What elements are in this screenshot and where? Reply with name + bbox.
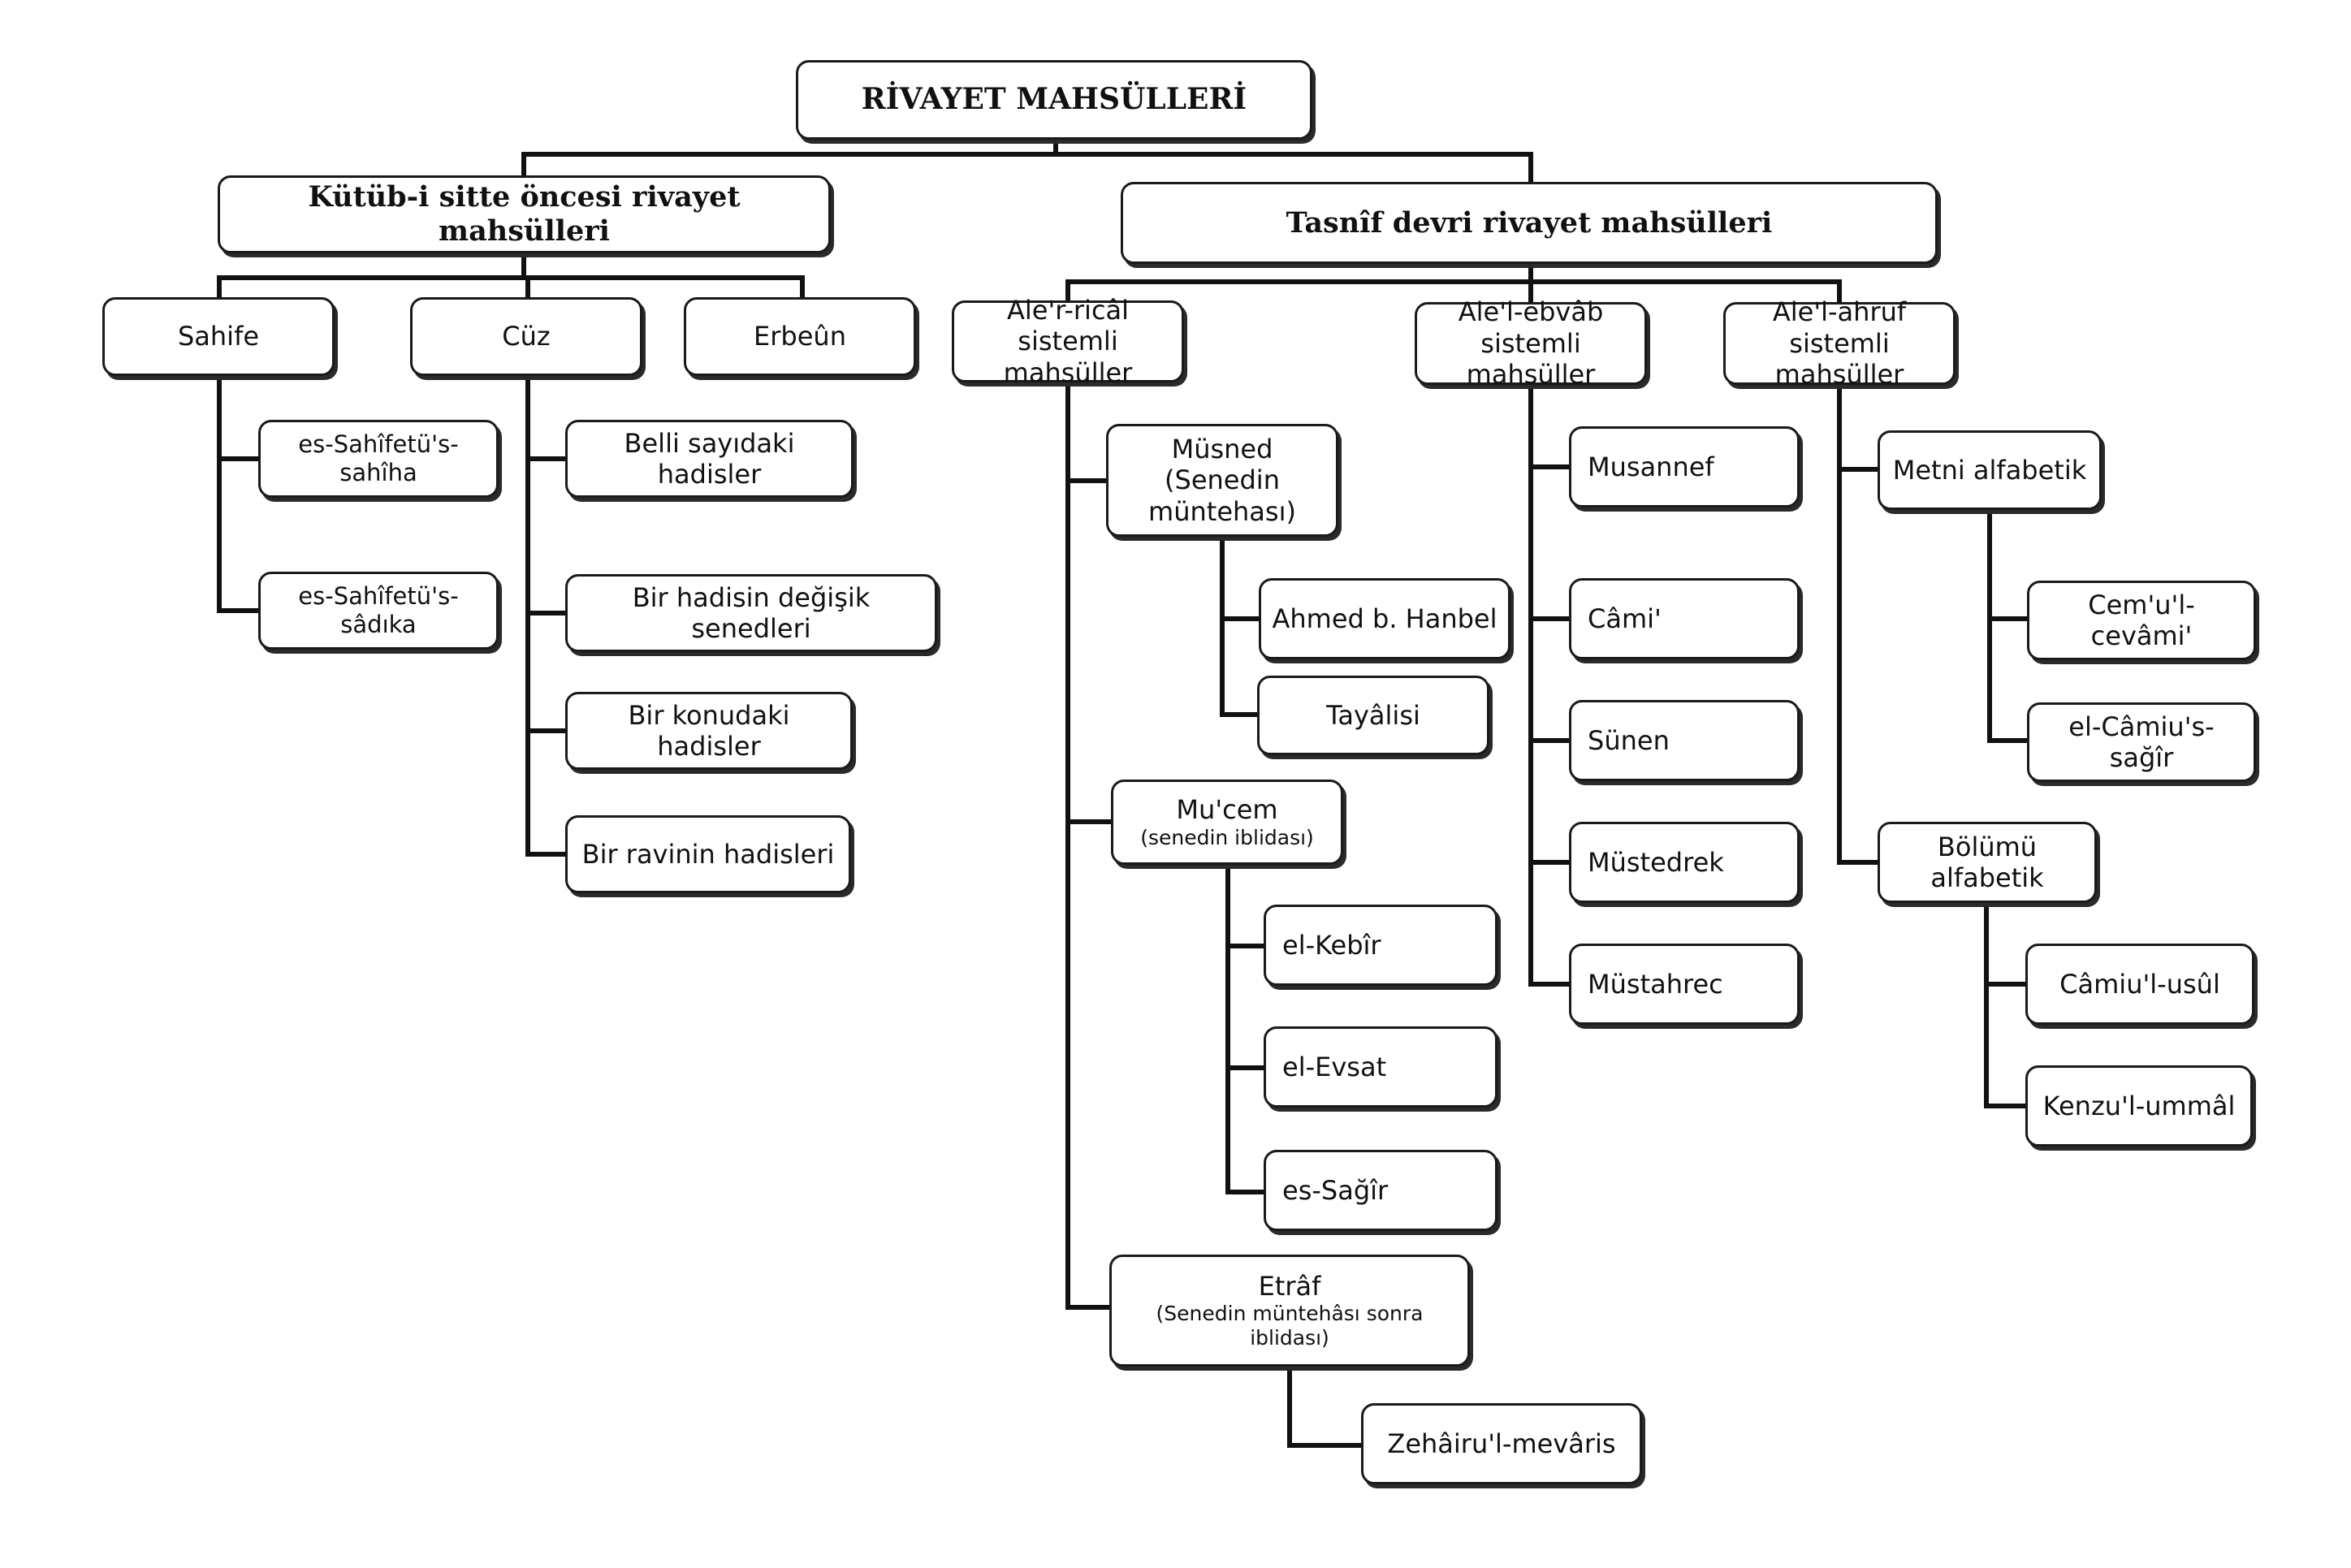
ebvab-item-node: Musannef — [1569, 426, 1800, 508]
ebvab-item-node: Câmi' — [1569, 578, 1800, 659]
mucem-line1: Mu'cem — [1176, 794, 1278, 826]
ebvab-item-node: Müstedrek — [1569, 822, 1800, 903]
bolumu-alfabetik-node: Bölümü alfabetik — [1878, 822, 2097, 903]
metni-item-node: Cem'u'l-cevâmi' — [2027, 581, 2256, 660]
metni-alfabetik-node: Metni alfabetik — [1878, 430, 2102, 510]
cuz-item-node: Bir ravinin hadisleri — [565, 815, 851, 893]
mucem-item-node: el-Evsat — [1264, 1026, 1497, 1108]
root-node: RİVAYET MAHSÜLLERİ — [796, 60, 1312, 140]
cuz-item-node: Belli sayıdaki hadisler — [565, 420, 854, 498]
bolumu-item-node: Kenzu'l-ummâl — [2025, 1065, 2253, 1147]
musned-node: Müsned (Senedin müntehası) — [1106, 424, 1338, 537]
ale-l-ahruf-node: Ale'l-ahruf sistemli mahsüller — [1723, 296, 1956, 390]
mucem-item-node: es-Sağîr — [1264, 1150, 1497, 1231]
sahife-item-node: es-Sahîfetü's-sâdıka — [258, 572, 499, 650]
kutub-i-sitte-oncesi-node: Kütüb-i sitte öncesi rivayet mahsülleri — [218, 175, 831, 253]
erbeun-node: Erbeûn — [684, 297, 916, 376]
mucem-item-node: el-Kebîr — [1264, 905, 1497, 986]
ale-r-rical-label: Ale'r-ricâl sistemli mahsüller — [1003, 294, 1133, 388]
musned-line2: müntehası) — [1148, 495, 1296, 527]
ale-l-ahruf-label: Ale'l-ahruf sistemli mahsüller — [1772, 296, 1907, 391]
ebvab-item-node: Sünen — [1569, 700, 1800, 781]
ebvab-item-node: Müstahrec — [1569, 944, 1800, 1025]
cuz-node: Cüz — [410, 297, 642, 376]
musned-line1: Müsned (Senedin — [1165, 433, 1280, 496]
cuz-item-node: Bir konudaki hadisler — [565, 692, 853, 770]
musned-item-node: Ahmed b. Hanbel — [1259, 578, 1510, 659]
ale-l-ebvab-label: Ale'l-ebvâb sistemli mahsüller — [1458, 296, 1604, 391]
cuz-item-node: Bir hadisin değişik senedleri — [565, 574, 937, 652]
ale-l-ebvab-node: Ale'l-ebvâb sistemli mahsüller — [1415, 296, 1647, 390]
etraf-line1: Etrâf — [1258, 1270, 1321, 1302]
bolumu-item-node: Câmiu'l-usûl — [2025, 944, 2254, 1025]
musned-item-node: Tayâlisi — [1257, 676, 1489, 755]
mucem-line2: (senedin iblidası) — [1140, 825, 1314, 849]
etraf-item-node: Zehâiru'l-mevâris — [1361, 1403, 1642, 1484]
sahife-node: Sahife — [102, 297, 335, 376]
etraf-line2: (Senedin müntehâsı sonra — [1156, 1302, 1424, 1326]
tasnif-devri-node: Tasnîf devri rivayet mahsülleri — [1121, 182, 1938, 264]
metni-item-node: el-Câmiu's-sağîr — [2027, 702, 2256, 782]
ale-r-rical-node: Ale'r-ricâl sistemli mahsüller — [952, 295, 1184, 388]
mucem-node: Mu'cem (senedin iblidası) — [1111, 780, 1343, 865]
etraf-node: Etrâf (Senedin müntehâsı sonra iblidası) — [1109, 1255, 1470, 1367]
sahife-item-node: es-Sahîfetü's-sahîha — [258, 420, 499, 498]
etraf-line3: iblidası) — [1250, 1326, 1329, 1350]
